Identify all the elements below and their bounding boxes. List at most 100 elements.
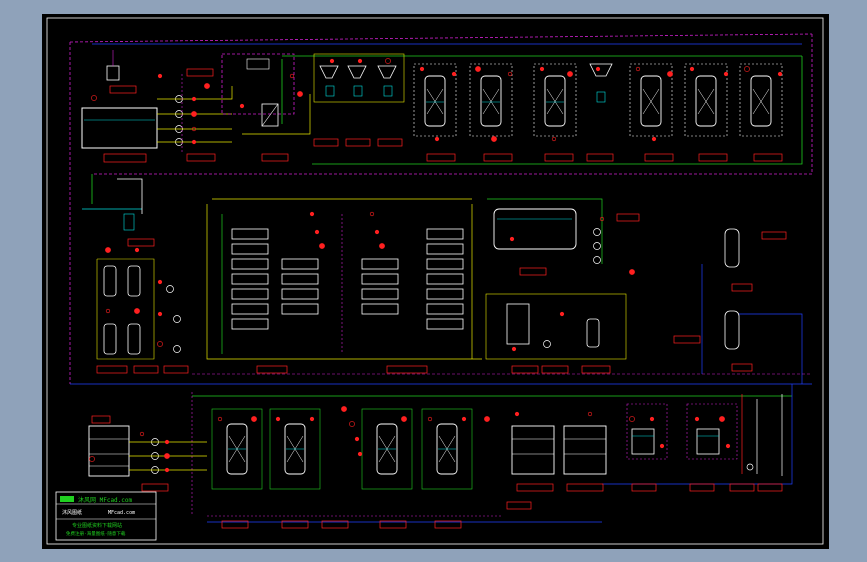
valve-icon [275,416,281,422]
membrane-stack-left [231,228,319,330]
valve-icon [134,308,140,314]
valve-icon [309,211,315,217]
valve-icon [509,236,515,242]
valve-icon [744,66,750,72]
valve-icon [595,66,601,72]
valve-icon [329,58,335,64]
valve-icon [217,416,223,422]
valve-icon [134,247,140,253]
hoppers [313,53,405,103]
valve-icon [719,416,725,422]
valve-markers [89,58,783,473]
valve-icon [484,416,490,422]
valve-icon [251,416,257,422]
valve-icon [164,453,170,459]
valve-icon [191,96,197,102]
valve-icon [191,139,197,145]
valve-icon [164,439,170,445]
storage-tank [493,208,577,250]
valve-icon [401,416,407,422]
valve-icon [357,451,363,457]
raw-water-tank [81,107,158,149]
valve-icon [314,229,320,235]
title-block: 沐风网 MFcad.com 沐风图纸 MFcad.com 专业图纸资料下载网站 … [55,491,157,541]
valve-icon [157,311,163,317]
valve-icon [539,66,545,72]
title-block-line3: 专业图纸资料下载网站 [72,522,122,529]
valve-icon [777,71,783,77]
valve-icon [689,66,695,72]
valve-icon [191,126,197,132]
membrane-stack-right [361,228,464,330]
valve-icon [374,229,380,235]
title-block-line2: MFcad.com [108,510,135,516]
valve-icon [427,416,433,422]
inner-border [46,17,824,545]
valve-icon [105,247,111,253]
valve-icon [491,136,497,142]
valve-icon [434,136,440,142]
cartridge-filters [96,258,181,360]
valve-icon [297,91,303,97]
valve-icon [139,431,145,437]
valve-icon [91,95,97,101]
drawing-sheet: 沐风网 MFcad.com 沐风图纸 MFcad.com 专业图纸资料下载网站 … [42,14,829,549]
logo-mark-icon [60,496,74,502]
valve-icon [651,136,657,142]
valve-icon [451,71,457,77]
valve-icon [191,111,197,117]
heat-exchanger [261,103,279,127]
title-block-line1: 沐风图纸 [62,509,82,516]
valve-icon [239,103,245,109]
valve-icon [354,436,360,442]
valve-icon [157,341,163,347]
valve-icon [357,58,363,64]
process-flow-diagram: 沐风网 MFcad.com 沐风图纸 MFcad.com 专业图纸资料下载网站 … [46,17,824,545]
valve-icon [341,406,347,412]
title-block-logo: 沐风网 MFcad.com [78,496,133,504]
valve-icon [461,416,467,422]
reactors-row-3 [211,408,473,490]
valve-icon [635,66,641,72]
pressure-vessel-2 [724,310,740,350]
valve-icon [587,411,593,417]
valve-icon [649,416,655,422]
valve-icon [599,216,605,222]
valve-icon [157,279,163,285]
valve-icon [511,346,517,352]
title-block-line4: 免费注册·海量图纸·随意下载 [66,530,126,537]
valve-icon [105,308,111,314]
valve-icon [157,73,163,79]
valve-icon [551,136,557,142]
valve-icon [659,443,665,449]
pressure-vessel-1 [724,228,740,268]
valve-icon [507,71,513,77]
valve-icon [559,311,565,317]
valve-icon [385,58,391,64]
valve-icon [475,66,481,72]
valve-icon [89,456,95,462]
row-1-section [69,33,813,384]
valve-icon [349,421,355,427]
row-3-section [88,384,793,529]
valve-icon [567,71,573,77]
valve-icon [419,66,425,72]
valve-icon [629,269,635,275]
valve-icon [514,411,520,417]
valve-icon [164,467,170,473]
row-2-section [70,174,812,385]
valve-icon [723,71,729,77]
valve-icon [369,211,375,217]
valve-icon [629,416,635,422]
reactors-row-1 [413,63,783,137]
valve-icon [667,71,673,77]
valve-icon [309,416,315,422]
valve-icon [379,243,385,249]
valve-icon [204,83,210,89]
valve-icon [289,73,295,79]
valve-icon [725,443,731,449]
buffer-tank [88,425,130,477]
valve-icon [694,416,700,422]
valve-icon [319,243,325,249]
